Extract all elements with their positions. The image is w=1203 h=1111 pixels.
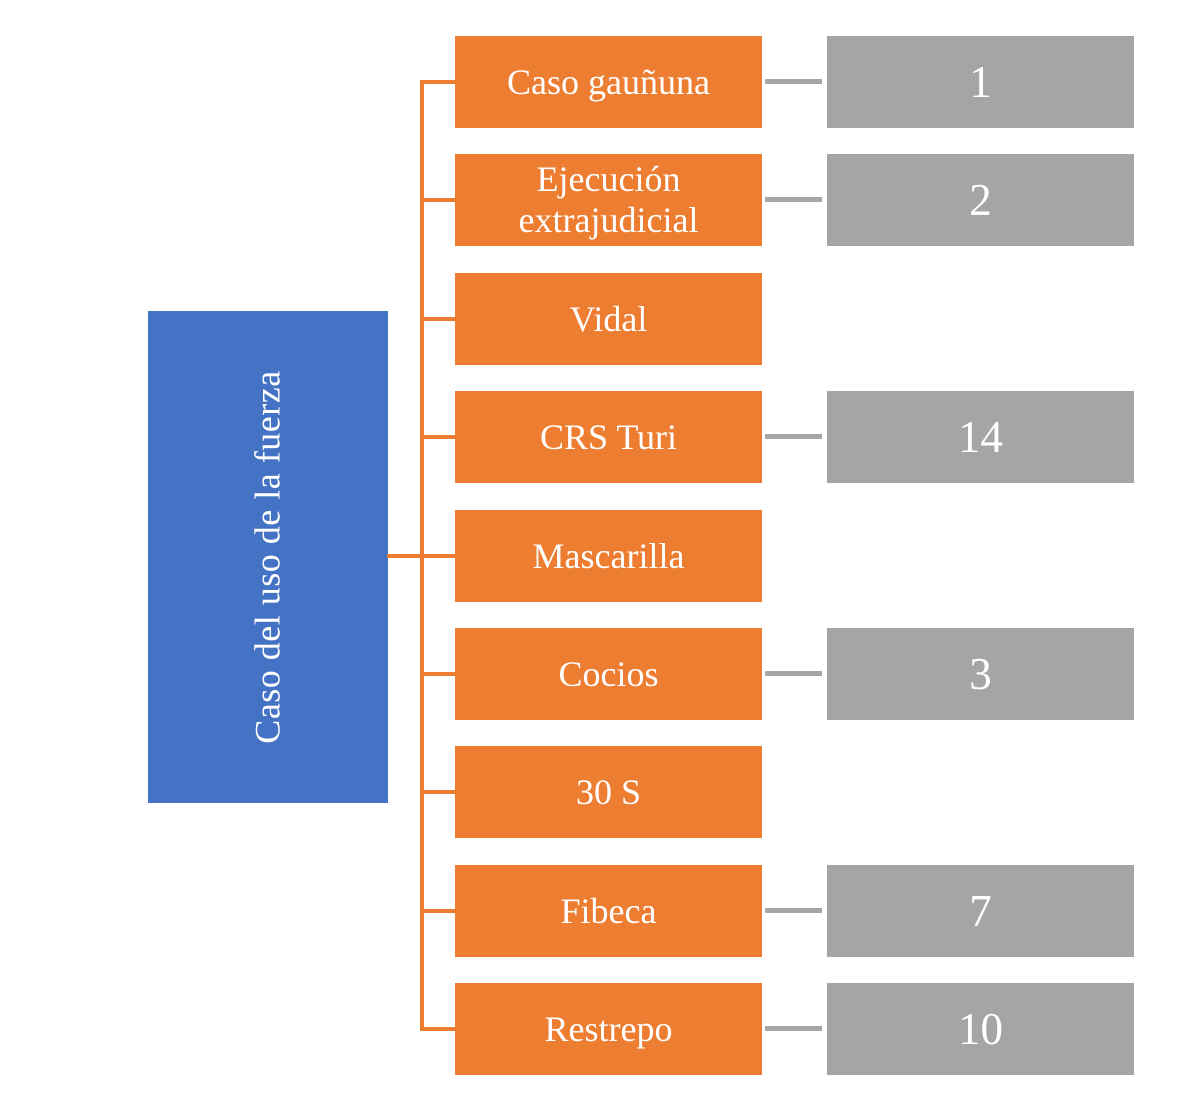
value-box: 7 (827, 865, 1134, 957)
case-node-label: Caso gauñuna (507, 61, 710, 102)
branch-connector (387, 554, 455, 558)
case-node-box: Mascarilla (455, 510, 762, 602)
case-node-box: Ejecución extrajudicial (455, 154, 762, 246)
diagram-row: Cocios 3 (0, 628, 1203, 720)
diagram-row: Vidal (0, 273, 1203, 365)
diagram-row: Caso gauñuna 1 (0, 36, 1203, 128)
diagram-row: Fibeca 7 (0, 865, 1203, 957)
case-node-box: Caso gauñuna (455, 36, 762, 128)
value-label: 2 (969, 175, 992, 225)
value-box: 3 (827, 628, 1134, 720)
value-connector (765, 671, 822, 676)
diagram-row: Mascarilla (0, 510, 1203, 602)
branch-connector (420, 1027, 455, 1031)
value-box: 2 (827, 154, 1134, 246)
value-connector (765, 908, 822, 913)
case-node-label: Cocios (558, 653, 659, 694)
value-connector (765, 434, 822, 439)
branch-connector (420, 435, 455, 439)
root-case-box: Caso del uso de la fuerza (148, 311, 388, 803)
diagram-row: 30 S (0, 746, 1203, 838)
case-node-box: Fibeca (455, 865, 762, 957)
case-node-label: CRS Turi (539, 416, 678, 457)
case-node-box: Restrepo (455, 983, 762, 1075)
value-box: 14 (827, 391, 1134, 483)
case-node-box: CRS Turi (455, 391, 762, 483)
case-node-box: 30 S (455, 746, 762, 838)
diagram-row: Ejecución extrajudicial 2 (0, 154, 1203, 246)
diagram-row: CRS Turi 14 (0, 391, 1203, 483)
case-node-label: Ejecución extrajudicial (518, 159, 699, 240)
value-label: 7 (969, 886, 992, 936)
value-box: 1 (827, 36, 1134, 128)
branch-connector (420, 790, 455, 794)
branch-connector (420, 80, 455, 84)
case-node-label: Mascarilla (532, 535, 685, 576)
value-connector (765, 197, 822, 202)
branch-connector (420, 672, 455, 676)
branch-connector (420, 198, 455, 202)
case-node-box: Cocios (455, 628, 762, 720)
case-node-label: Vidal (569, 298, 648, 339)
value-box: 10 (827, 983, 1134, 1075)
value-label: 10 (958, 1004, 1003, 1054)
branch-connector (420, 909, 455, 913)
case-node-label: Restrepo (544, 1008, 673, 1049)
case-node-label: 30 S (575, 771, 642, 812)
value-label: 14 (958, 412, 1003, 462)
value-connector (765, 1026, 822, 1031)
value-label: 1 (969, 57, 992, 107)
value-label: 3 (969, 649, 992, 699)
case-node-box: Vidal (455, 273, 762, 365)
branch-connector (420, 317, 455, 321)
value-connector (765, 79, 822, 84)
diagram-row: Restrepo 10 (0, 983, 1203, 1075)
case-node-label: Fibeca (560, 890, 657, 931)
